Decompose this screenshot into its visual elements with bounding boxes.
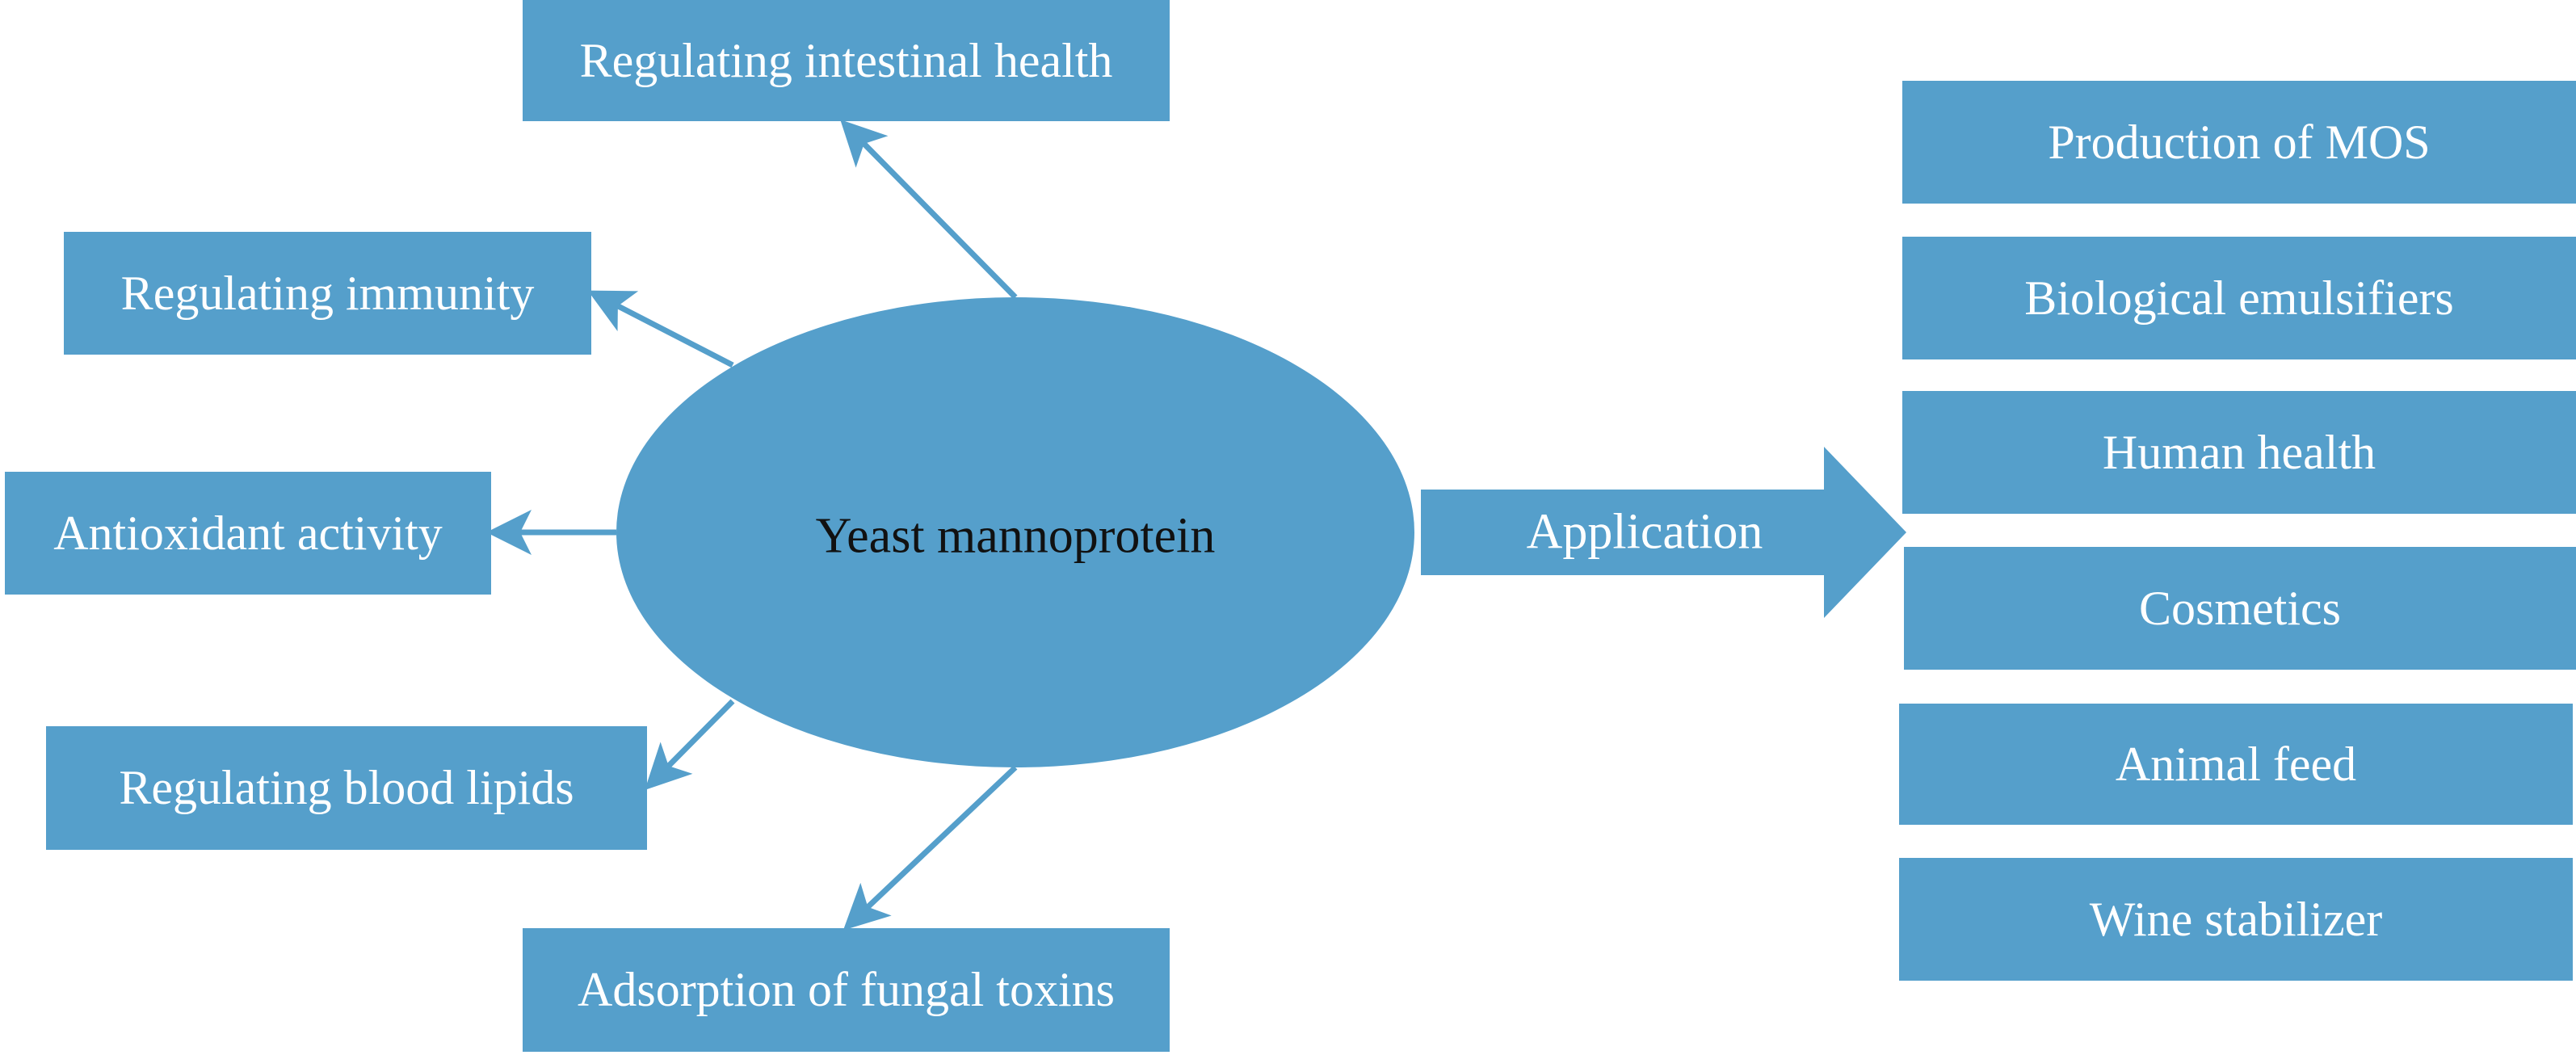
center-ellipse: [616, 297, 1414, 767]
application-box-mos: Production of MOS: [1902, 81, 2576, 204]
function-label: Regulating blood lipids: [119, 761, 574, 814]
application-box-wine-stabilizer: Wine stabilizer: [1899, 858, 2573, 981]
function-box-fungal-toxins: Adsorption of fungal toxins: [523, 928, 1170, 1052]
center-label: Yeast mannoprotein: [815, 508, 1216, 564]
application-label-text: Wine stabilizer: [2089, 892, 2383, 946]
application-label: Application: [1526, 504, 1763, 560]
application-label-text: Biological emulsifiers: [2024, 271, 2454, 325]
function-label: Antioxidant activity: [53, 506, 443, 560]
function-box-intestinal-health: Regulating intestinal health: [523, 0, 1170, 121]
application-label-text: Animal feed: [2115, 737, 2357, 791]
function-box-antioxidant: Antioxidant activity: [5, 472, 491, 595]
function-label: Regulating immunity: [120, 266, 535, 320]
arrow-to-fungal-toxins: [843, 765, 1018, 931]
application-box-cosmetics: Cosmetics: [1904, 547, 2576, 670]
function-box-immunity: Regulating immunity: [64, 232, 591, 355]
application-label-text: Production of MOS: [2048, 115, 2431, 169]
application-box-emulsifiers: Biological emulsifiers: [1902, 237, 2576, 359]
application-arrow: [1421, 447, 1906, 618]
function-label: Regulating intestinal health: [579, 33, 1113, 87]
function-label: Adsorption of fungal toxins: [578, 963, 1115, 1016]
function-box-blood-lipids: Regulating blood lipids: [46, 726, 647, 850]
application-label-text: Human health: [2102, 425, 2376, 479]
application-box-animal-feed: Animal feed: [1899, 704, 2573, 825]
application-box-human-health: Human health: [1902, 391, 2576, 514]
arrow-to-immunity: [587, 290, 734, 368]
application-label-text: Cosmetics: [2139, 581, 2341, 635]
arrow-to-intestinal-health: [840, 120, 1018, 300]
arrow-to-blood-lipids: [645, 699, 735, 790]
